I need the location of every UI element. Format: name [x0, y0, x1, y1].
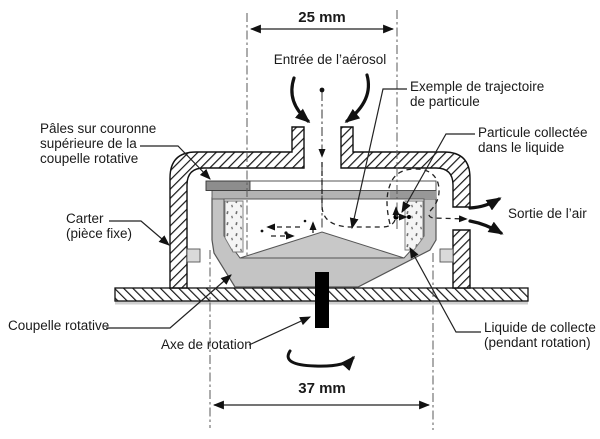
leader-liquid	[409, 247, 481, 333]
turbulence-specks	[260, 219, 307, 235]
label-collected-particle: Particule collectée dans le liquide	[478, 125, 588, 156]
leader-blades	[140, 145, 211, 180]
leader-particle	[401, 133, 475, 213]
dimension-label-37mm: 37 mm	[298, 380, 346, 397]
dimension-lines	[212, 24, 431, 410]
rotation-shaft	[315, 272, 329, 328]
particle-trajectory-path	[266, 162, 468, 240]
inlet-flow-arrow-left	[290, 76, 311, 123]
outlet-flow-arrow-upper	[468, 197, 502, 211]
upper-crown-blades	[205, 180, 251, 191]
airflow-arrows	[286, 73, 504, 371]
inlet-flow-arrow-right	[344, 73, 370, 123]
label-housing: Carter (pièce fixe)	[66, 211, 133, 242]
label-air-outlet: Sortie de l’air	[508, 206, 587, 221]
label-crown-blades: Pâles sur couronne supérieure de la coup…	[40, 121, 157, 167]
label-rotation-axis: Axe de rotation	[161, 337, 252, 352]
leader-axis	[248, 316, 311, 346]
label-collection-liquid: Liquide de collecte (pendant rotation)	[484, 320, 596, 351]
label-rotating-cup: Coupelle rotative	[8, 318, 110, 333]
collection-liquid	[224, 200, 424, 253]
rim-slot	[249, 180, 437, 191]
bearing-steps	[186, 248, 454, 263]
leader-carter	[109, 220, 170, 246]
carter-housing	[169, 126, 471, 289]
leader-cup	[106, 274, 232, 329]
outlet-flow-arrow-lower	[468, 219, 504, 235]
leader-lines	[106, 88, 481, 346]
label-aerosol-inlet: Entrée de l’aérosol	[273, 52, 387, 67]
leader-trajectory	[349, 88, 407, 230]
dimension-label-25mm: 25 mm	[298, 9, 346, 26]
rotation-direction-arrow	[286, 349, 355, 371]
rotating-cup	[205, 180, 437, 288]
label-particle-trajectory: Exemple de trajectoire de particule	[410, 79, 545, 110]
cone-deflector	[239, 231, 405, 259]
